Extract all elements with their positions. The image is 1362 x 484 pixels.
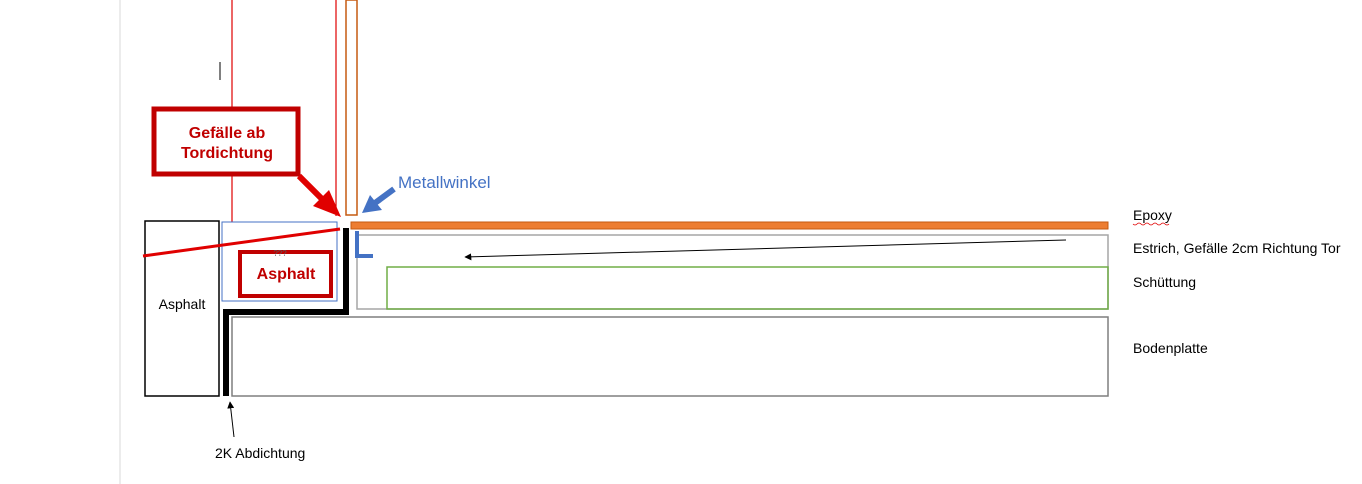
bodenplatte-rect bbox=[231, 316, 1109, 397]
asphalt-callout-box bbox=[238, 250, 333, 298]
estrich-rect bbox=[356, 234, 1109, 310]
asphalt-callout-label: Asphalt bbox=[257, 266, 316, 283]
schuettung-rect bbox=[386, 266, 1109, 310]
door-frame-orange bbox=[345, 0, 358, 216]
gefaelle-callout-line2: Tordichtung bbox=[181, 145, 273, 162]
epoxy-spellcheck-underline bbox=[1132, 222, 1170, 226]
metallwinkel-arrowhead bbox=[362, 195, 382, 213]
abdichtung-label: 2K Abdichtung bbox=[215, 445, 305, 461]
metallwinkel-angle bbox=[355, 231, 373, 258]
epoxy-layer bbox=[350, 221, 1109, 230]
epoxy-label: Epoxy bbox=[1133, 207, 1172, 223]
metallwinkel-arrow-shaft bbox=[373, 186, 396, 206]
abdichtung-line bbox=[223, 228, 349, 396]
abdichtung-arrow bbox=[227, 401, 235, 438]
estrich-label: Estrich, Gefälle 2cm Richtung Tor bbox=[1133, 240, 1341, 256]
bodenplatte-label: Bodenplatte bbox=[1133, 340, 1208, 356]
gefaelle-callout-box bbox=[151, 106, 301, 177]
metallwinkel-label: Metallwinkel bbox=[398, 173, 491, 192]
gefaelle-callout-line1: Gefälle ab bbox=[189, 125, 266, 142]
schuettung-label: Schüttung bbox=[1133, 274, 1196, 290]
asphalt-block-label: Asphalt bbox=[159, 296, 206, 312]
gefaelle-callout-arrowhead bbox=[313, 190, 341, 217]
gefaelle-callout-arrow-shaft bbox=[296, 173, 325, 202]
slope-line bbox=[142, 227, 341, 258]
estrich-slope-arrow bbox=[464, 239, 1067, 261]
question-dots: ??? bbox=[273, 249, 287, 258]
